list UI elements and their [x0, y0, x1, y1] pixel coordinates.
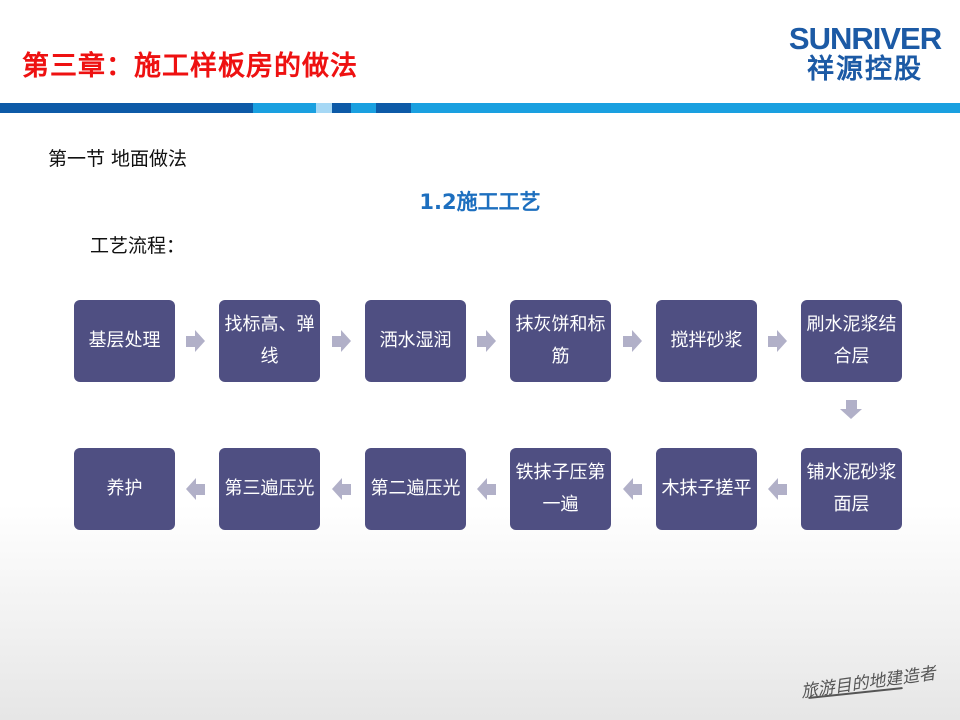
- step-box: 刷水泥浆结合层: [801, 300, 902, 382]
- flow-label: 工艺流程：: [90, 235, 186, 257]
- arrow-left-icon: [633, 484, 642, 495]
- arrow-left-icon: [332, 478, 342, 500]
- arrow-right-icon: [477, 336, 486, 347]
- step-box: 洒水湿润: [365, 300, 466, 382]
- arrow-right-icon: [341, 330, 351, 352]
- arrow-right-icon: [486, 330, 496, 352]
- arrow-left-icon: [196, 484, 205, 495]
- arrow-left-icon: [768, 478, 778, 500]
- subsection-heading: 1.2施工工艺: [419, 190, 541, 214]
- step-box: 搅拌砂浆: [656, 300, 757, 382]
- arrow-left-icon: [623, 478, 633, 500]
- divider-segment: [316, 103, 332, 113]
- step-box: 抹灰饼和标筋: [510, 300, 611, 382]
- divider-segment: [411, 103, 960, 113]
- step-box: 第三遍压光: [219, 448, 320, 530]
- step-box: 铺水泥砂浆面层: [801, 448, 902, 530]
- arrow-right-icon: [186, 336, 195, 347]
- arrow-right-icon: [195, 330, 205, 352]
- arrow-left-icon: [342, 484, 351, 495]
- step-box: 木抹子搓平: [656, 448, 757, 530]
- divider-segment: [351, 103, 376, 113]
- divider-segment: [0, 103, 253, 113]
- arrow-left-icon: [487, 484, 496, 495]
- arrow-right-icon: [332, 336, 341, 347]
- arrow-down-icon: [840, 409, 862, 419]
- arrow-right-icon: [632, 330, 642, 352]
- arrow-right-icon: [623, 336, 632, 347]
- step-box: 养护: [74, 448, 175, 530]
- step-box: 找标高、弹线: [219, 300, 320, 382]
- section-title: 第一节 地面做法: [48, 148, 188, 170]
- step-box: 第二遍压光: [365, 448, 466, 530]
- arrow-right-icon: [768, 336, 777, 347]
- divider-segment: [253, 103, 316, 113]
- arrow-left-icon: [477, 478, 487, 500]
- logo-chinese: 祥源控股: [807, 54, 923, 85]
- arrow-right-icon: [777, 330, 787, 352]
- step-box: 铁抹子压第一遍: [510, 448, 611, 530]
- arrow-down-icon: [846, 400, 857, 409]
- divider-segment: [376, 103, 411, 113]
- company-logo: SUNRIVER 祥源控股: [770, 21, 960, 86]
- arrow-left-icon: [778, 484, 787, 495]
- divider-segment: [332, 103, 351, 113]
- logo-english: SUNRIVER: [788, 21, 942, 56]
- chapter-title: 第三章：施工样板房的做法: [22, 51, 358, 82]
- step-box: 基层处理: [74, 300, 175, 382]
- arrow-left-icon: [186, 478, 196, 500]
